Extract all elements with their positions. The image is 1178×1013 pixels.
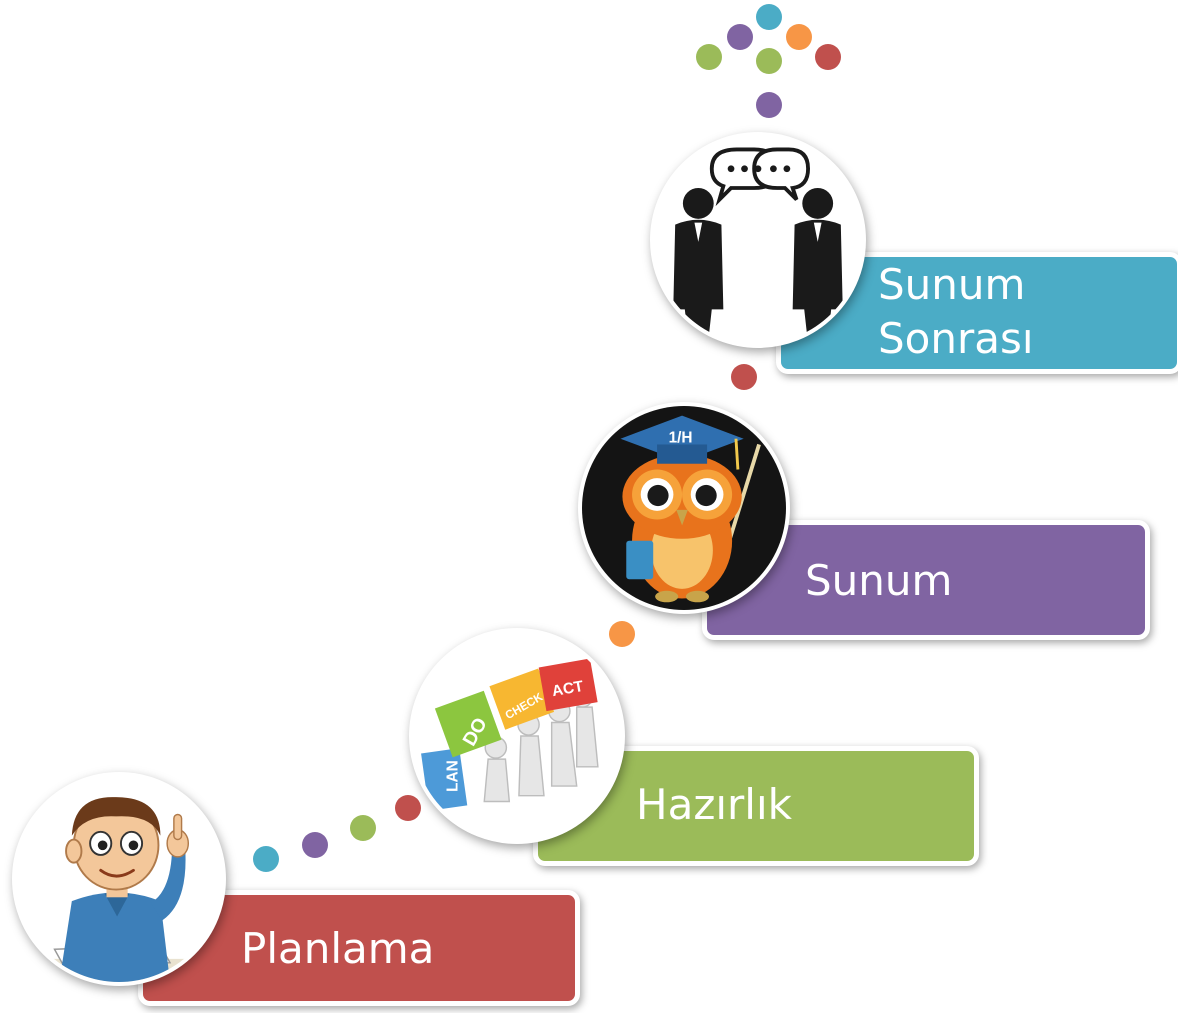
step-sunum-sonrasi-image [650, 132, 866, 348]
connector-dot [756, 4, 782, 30]
pdca-blocks-icon: LAN DO CHECK ACT [413, 632, 621, 840]
connector-dot [350, 815, 376, 841]
owl-cap-text: 1/H [669, 430, 693, 447]
connector-dot [727, 24, 753, 50]
step-hazirlik-label: Hazırlık [636, 780, 792, 829]
step-planlama-box: Planlama [138, 890, 580, 1006]
pdca-plan-text: LAN [444, 760, 461, 792]
connector-dot [696, 44, 722, 70]
connector-dot [815, 44, 841, 70]
step-planlama-image [12, 772, 226, 986]
step-sunum-label: Sunum [805, 556, 953, 605]
connector-dot [395, 795, 421, 821]
connector-dot [609, 621, 635, 647]
connector-dot [731, 364, 757, 390]
connector-dot [786, 24, 812, 50]
connector-dot [253, 846, 279, 872]
pdca-act-text: ACT [551, 678, 586, 700]
student-pointing-icon [16, 776, 222, 982]
step-sunum-sonrasi-label-line1: Sunum [878, 260, 1026, 309]
connector-dot [756, 48, 782, 74]
step-hazirlik-image: LAN DO CHECK ACT [409, 628, 625, 844]
connector-dot [302, 832, 328, 858]
owl-teacher-icon: 1/H [582, 406, 786, 610]
step-sunum-image: 1/H [578, 402, 790, 614]
step-planlama-label: Planlama [241, 924, 435, 973]
two-people-talking-icon [654, 136, 862, 344]
connector-dot [756, 92, 782, 118]
step-sunum-sonrasi-label-line2: Sonrası [878, 314, 1034, 363]
